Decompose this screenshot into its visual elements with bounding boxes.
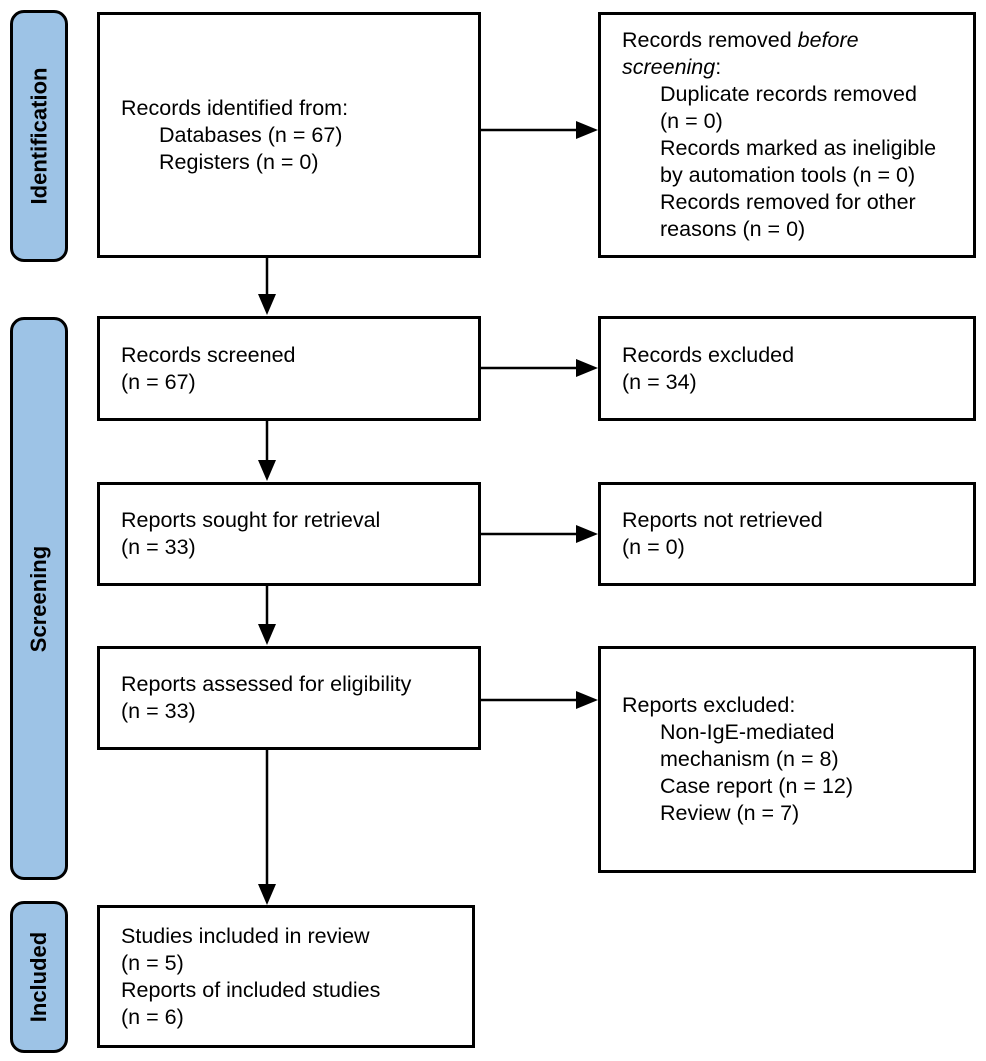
stage-identification: Identification — [10, 10, 68, 262]
box-line: Reports of included studies — [121, 977, 381, 1002]
stage-screening: Screening — [10, 317, 68, 880]
box-studies-included: Studies included in review (n = 5) Repor… — [97, 905, 475, 1048]
box-line-text: : — [715, 55, 722, 79]
box-line: (n = 0) — [622, 535, 685, 559]
box-records-screened: Records screened (n = 67) — [97, 316, 481, 421]
box-line: Reports not retrieved — [622, 508, 823, 532]
box-line: Case report (n = 12) — [660, 774, 853, 798]
box-line: (n = 33) — [121, 699, 196, 723]
box-line: Review (n = 7) — [660, 801, 800, 825]
box-line-text: Records removed — [622, 28, 798, 52]
arrow-down-icon — [258, 586, 276, 645]
box-line: (n = 33) — [121, 535, 196, 559]
stage-included: Included — [10, 901, 68, 1053]
box-line: Records screened — [121, 342, 296, 367]
box-line: Records identified from: — [121, 95, 349, 120]
box-line: Records marked as ineligible — [660, 136, 937, 160]
box-line: Registers (n = 0) — [159, 149, 319, 174]
box-line: Reports sought for retrieval — [121, 508, 381, 532]
arrow-right-icon — [481, 121, 598, 139]
box-line: Duplicate records removed — [660, 82, 917, 106]
box-line: Databases (n = 67) — [159, 122, 343, 147]
box-records-excluded: Records excluded (n = 34) — [598, 316, 976, 421]
box-line: Records excluded — [622, 342, 795, 367]
box-records-identified: Records identified from: Databases (n = … — [97, 12, 481, 258]
arrow-down-icon — [258, 750, 276, 905]
box-line: Reports excluded: — [622, 693, 796, 717]
box-line: (n = 6) — [121, 1004, 184, 1029]
box-line-italic-text: screening — [622, 55, 716, 79]
box-reports-not-retrieved: Reports not retrieved (n = 0) — [598, 482, 976, 586]
box-line: Studies included in review — [121, 923, 370, 948]
box-line: (n = 67) — [121, 369, 196, 394]
arrow-right-icon — [481, 359, 598, 377]
box-line-italic-text: before — [797, 28, 859, 52]
arrow-down-icon — [258, 258, 276, 315]
box-line: (n = 5) — [121, 950, 184, 975]
box-line: mechanism (n = 8) — [660, 747, 839, 771]
arrow-down-icon — [258, 421, 276, 481]
box-reports-assessed: Reports assessed for eligibility (n = 33… — [97, 646, 481, 750]
box-line: (n = 0) — [660, 109, 723, 133]
box-line: reasons (n = 0) — [660, 217, 806, 241]
box-line: by automation tools (n = 0) — [660, 163, 916, 187]
box-line: Reports assessed for eligibility — [121, 672, 412, 696]
arrow-right-icon — [481, 691, 598, 709]
box-records-removed: Records removed before screening: Duplic… — [598, 12, 976, 258]
box-line: Non-IgE-mediated — [660, 720, 835, 744]
box-line: screening: — [622, 54, 955, 81]
box-reports-sought: Reports sought for retrieval (n = 33) — [97, 482, 481, 586]
box-line: Records removed before — [622, 27, 955, 54]
box-reports-excluded: Reports excluded: Non-IgE-mediated mecha… — [598, 646, 976, 873]
arrow-right-icon — [481, 525, 598, 543]
box-line: Records removed for other — [660, 190, 916, 214]
box-line: (n = 34) — [622, 369, 697, 394]
